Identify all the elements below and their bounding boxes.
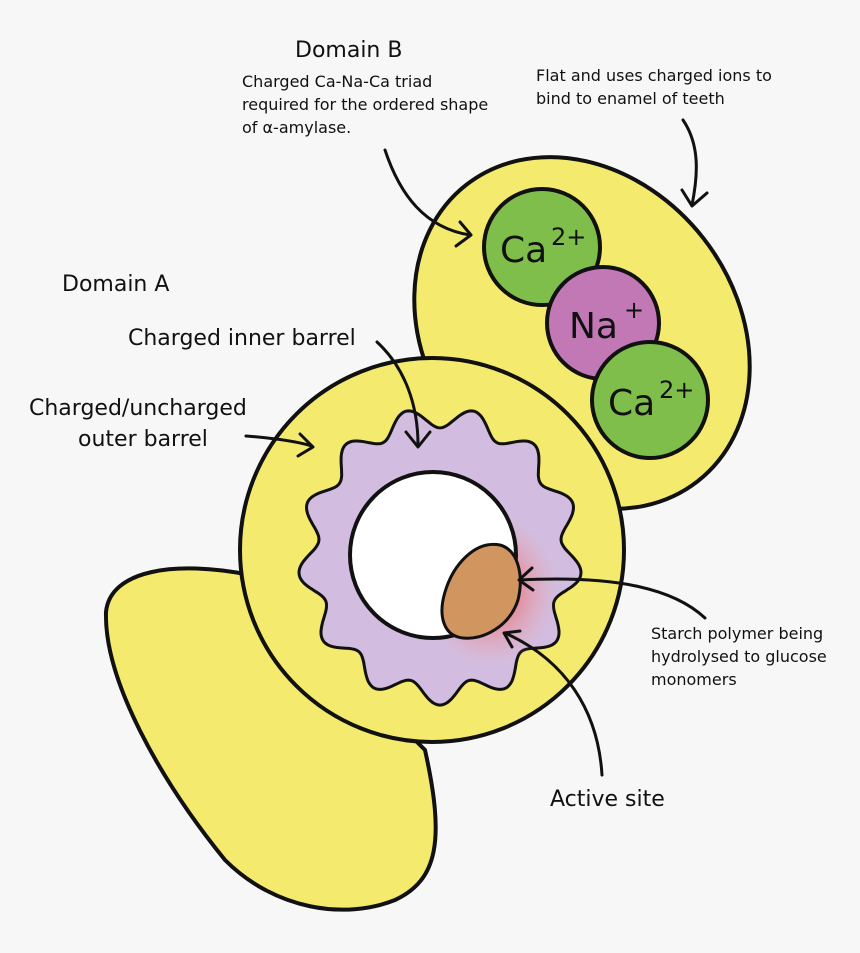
flat-note-line2: bind to enamel of teeth xyxy=(536,89,725,108)
ion-symbol: Na xyxy=(569,306,618,347)
starch-note-line1: Starch polymer being xyxy=(651,624,823,643)
triad-note-line3: of α-amylase. xyxy=(242,118,351,137)
starch-arrow xyxy=(517,566,707,620)
outer-barrel-label-line2: outer barrel xyxy=(78,427,208,452)
ion-charge: 2+ xyxy=(659,376,694,404)
starch-note-line2: hydrolysed to glucose xyxy=(651,647,827,666)
outer-barrel-arrow xyxy=(244,432,315,458)
calcium-ion-bottom: Ca 2+ xyxy=(590,340,710,460)
domain-a-label: Domain A xyxy=(62,272,169,297)
active-site-arrow xyxy=(502,629,604,777)
active-site-label: Active site xyxy=(550,787,665,812)
domain-b-label: Domain B xyxy=(295,38,402,63)
lower-lobe xyxy=(103,566,438,912)
ion-symbol: Ca xyxy=(500,230,547,271)
starch-note-line3: monomers xyxy=(651,670,737,689)
triad-note-line2: required for the ordered shape xyxy=(242,95,488,114)
inner-barrel-arrow xyxy=(375,340,432,449)
outer-barrel-label-line1: Charged/uncharged xyxy=(29,396,247,421)
triad-arrow xyxy=(383,148,473,248)
triad-note-line1: Charged Ca-Na-Ca triad xyxy=(242,72,432,91)
flat-note-line1: Flat and uses charged ions to xyxy=(536,66,772,85)
flat-arrow xyxy=(680,118,709,208)
inner-barrel-label: Charged inner barrel xyxy=(128,326,356,351)
ion-charge: 2+ xyxy=(551,223,586,251)
ion-symbol: Ca xyxy=(608,383,655,424)
ion-charge: + xyxy=(624,296,644,324)
